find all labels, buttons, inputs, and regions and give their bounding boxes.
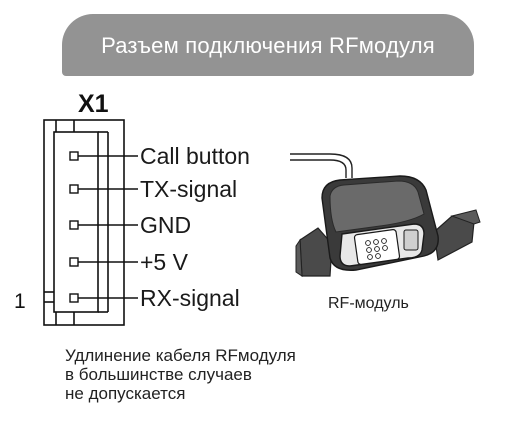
rf-module	[295, 175, 481, 277]
pin-label: Call button	[140, 143, 250, 169]
banner-title: Разъем подключения RFмодуля	[101, 33, 435, 58]
pin-label: TX-signal	[140, 176, 237, 202]
pin-square	[69, 257, 79, 267]
pin-row: RX-signal	[69, 285, 240, 311]
pin-row: TX-signal	[69, 176, 237, 202]
pin-one-marker: 1	[14, 290, 26, 313]
pin-label: +5 V	[140, 249, 189, 275]
title-banner: Разъем подключения RFмодуля	[62, 14, 474, 76]
note-line-3: не допускается	[65, 384, 186, 403]
connector-label: X1	[78, 90, 109, 118]
module-cable	[290, 153, 353, 178]
pin-square	[69, 184, 79, 194]
note-line-2: в большинстве случаев	[65, 365, 252, 384]
note-line-1: Удлинение кабеля RFмодуля	[65, 346, 296, 365]
pin-label: RX-signal	[140, 285, 240, 311]
pin-row: +5 V	[69, 249, 189, 275]
pin-label: GND	[140, 212, 191, 238]
connector-housing	[43, 119, 125, 326]
pin-square	[69, 293, 79, 303]
pin-square	[69, 151, 79, 161]
pin-row: GND	[69, 212, 191, 238]
module-label: RF-модуль	[328, 295, 409, 312]
pin-row: Call button	[69, 143, 250, 169]
socket-holes	[365, 238, 388, 260]
cable-note: Удлинение кабеля RFмодуля в большинстве …	[65, 346, 296, 403]
pin-square	[69, 220, 79, 230]
